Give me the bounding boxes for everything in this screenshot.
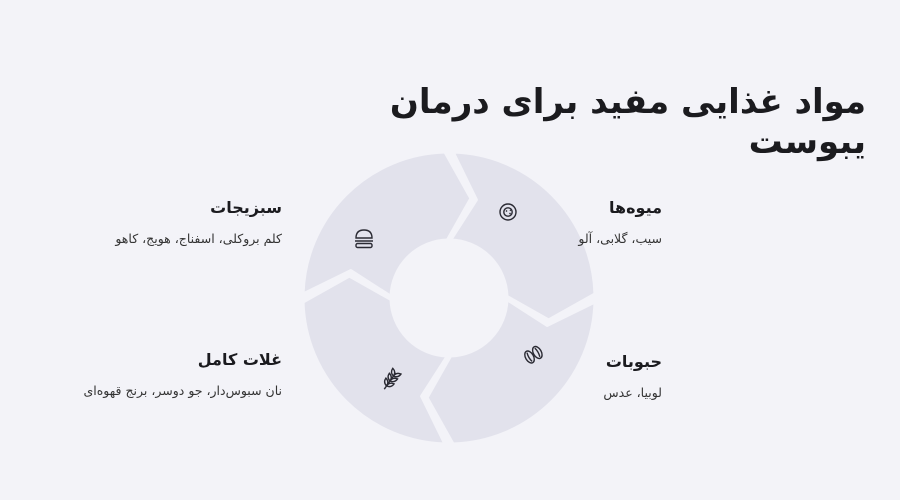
- segment-legumes: حبوبات لوبیا، عدس: [422, 352, 662, 400]
- fruit-icon: [499, 203, 517, 221]
- segment-items: لوبیا، عدس: [603, 385, 662, 400]
- segment-whole-grains: غلات کامل نان سبوس‌دار، جو دوسر، برنج قه…: [42, 350, 282, 398]
- segment-heading: سبزیجات: [210, 198, 282, 217]
- segment-vegetables: سبزیجات کلم بروکلی، اسفناج، هویج، کاهو: [42, 198, 282, 246]
- segment-heading: غلات کامل: [197, 350, 282, 369]
- segment-heading: حبوبات: [605, 352, 662, 371]
- page-title: مواد غذایی مفید برای درمان یبوست: [389, 82, 867, 162]
- center-hole: [391, 240, 507, 356]
- segment-items: سیب، گلابی، آلو: [578, 231, 662, 246]
- segment-items: کلم بروکلی، اسفناج، هویج، کاهو: [115, 231, 282, 246]
- wheat-icon: [383, 367, 403, 390]
- segment-fruits: میوه‌ها سیب، گلابی، آلو: [422, 198, 662, 246]
- segment-items: نان سبوس‌دار، جو دوسر، برنج قهوه‌ای: [83, 383, 282, 398]
- beans-icon: [524, 345, 543, 364]
- segment-heading: میوه‌ها: [608, 198, 662, 217]
- vegetable-icon: [355, 229, 373, 249]
